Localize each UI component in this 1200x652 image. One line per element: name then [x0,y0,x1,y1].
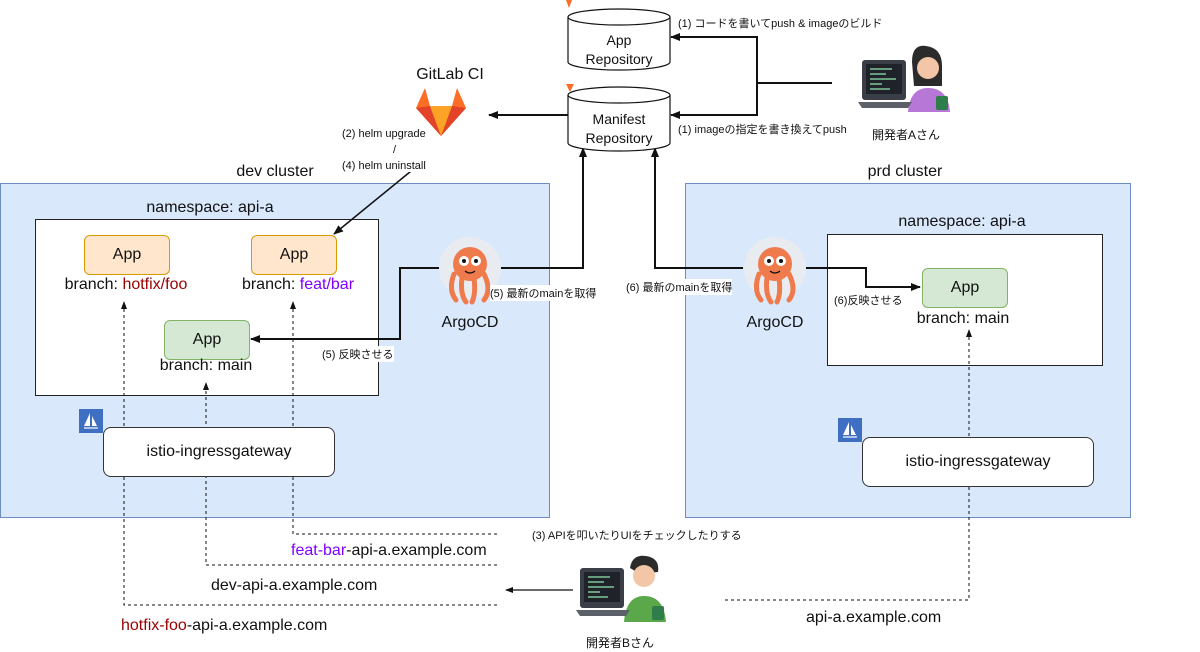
arrow-dev-a-to-app-repo [670,33,832,84]
gitlab-fox-mini-icon [566,0,574,92]
app-repository-label: App Repository [568,31,670,69]
prd-argocd-label: ArgoCD [746,314,804,331]
dev-namespace-title: namespace: api-a [146,199,274,216]
step-2-label: (2) helm upgrade [342,128,426,140]
branch-main-prefix: branch: [159,357,218,374]
arrow-prd-argocd-to-app [806,267,921,291]
app-feat-label: App [279,246,309,263]
arrow-gitlab-to-namespace [333,166,417,235]
url-hotfix: hotfix-foo-api-a.example.com [121,617,327,635]
url-hotfix-prefix: hotfix-foo [121,617,187,634]
step-6-fetch-label: (6) 最新のmainを取得 [626,279,733,295]
arrow-dev-argocd-to-manifest [497,147,587,269]
manifest-repository-text: Manifest Repository [585,111,653,146]
prd-ingress-gateway: istio-ingressgateway [862,437,1094,487]
dev-ingress-gateway: istio-ingressgateway [103,427,335,477]
step-1-code-label: (1) コードを書いてpush & imageのビルド [678,15,883,31]
url-hotfix-suffix: -api-a.example.com [186,617,328,634]
arrow-prd-argocd-to-manifest [651,147,743,269]
gitlab-icon [416,88,466,136]
app-repository-cylinder [567,8,671,71]
developer-laptop-icon [576,555,666,622]
developer-b-label: 開発者Bさん [585,636,654,650]
branch-prd-text: branch: main [916,310,1010,327]
argocd-octopus-icon [744,237,806,305]
gitlab-ci-label: GitLab CI [416,66,484,83]
branch-feat-text: branch: feat/bar [218,276,378,294]
developer-a-label: 開発者Aさん [871,128,940,142]
branch-main-text: branch: main [126,357,286,375]
prd-namespace-title: namespace: api-a [898,213,1026,230]
step-5-fetch-label: (5) 最新のmainを取得 [490,285,597,301]
dotted-path-main [203,382,497,566]
prd-ingress-gateway-label: istio-ingressgateway [905,453,1051,470]
app-feat-box: App [251,235,337,275]
argocd-octopus-icon [439,237,501,305]
manifest-repository-cylinder [567,86,671,152]
branch-hotfix-text: branch: hotfix/foo [46,276,206,294]
app-prd-label: App [950,279,980,296]
step-3-label: (3) APIを叩いたりUIをチェックしたりする [532,527,742,543]
app-hotfix-label: App [112,246,142,263]
step-slash-label: / [393,144,397,156]
url-prd: api-a.example.com [806,609,942,626]
manifest-repository-label: Manifest Repository [568,110,670,148]
app-main-box: App [164,320,250,360]
branch-feat-name: feat/bar [299,276,355,293]
url-feat: feat-bar-api-a.example.com [291,542,487,560]
step-4-label: (4) helm uninstall [342,160,426,172]
app-prd-box: App [922,268,1008,308]
step-5-reflect-label: (5) 反映させる [322,346,394,362]
app-main-label: App [192,331,222,348]
dev-ingress-gateway-label: istio-ingressgateway [146,443,292,460]
branch-main-name: main [217,357,253,374]
dev-argocd-label: ArgoCD [441,314,499,331]
app-repository-text: App Repository [585,32,653,67]
developer-laptop-icon [858,45,950,112]
branch-hotfix-name: hotfix/foo [122,276,188,293]
branch-feat-prefix: branch: [241,276,300,293]
dotted-path-hotfix [121,301,497,606]
arrow-dev-a-to-manifest-repo [670,83,758,119]
step-6-reflect-label: (6)反映させる [834,292,903,308]
dotted-path-feat [290,301,497,535]
url-feat-suffix: -api-a.example.com [346,542,487,559]
prd-cluster-title: prd cluster [867,163,943,180]
branch-hotfix-prefix: branch: [64,276,123,293]
app-hotfix-box: App [84,235,170,275]
istio-sail-icon [79,409,103,433]
arrow-dev-argocd-to-app-main [250,267,442,343]
dev-cluster-title: dev cluster [236,163,314,180]
url-feat-prefix: feat-bar [291,542,347,559]
step-1-image-label: (1) imageの指定を書き換えてpush [678,121,847,137]
url-dev: dev-api-a.example.com [211,577,378,594]
istio-sail-icon [838,418,862,442]
